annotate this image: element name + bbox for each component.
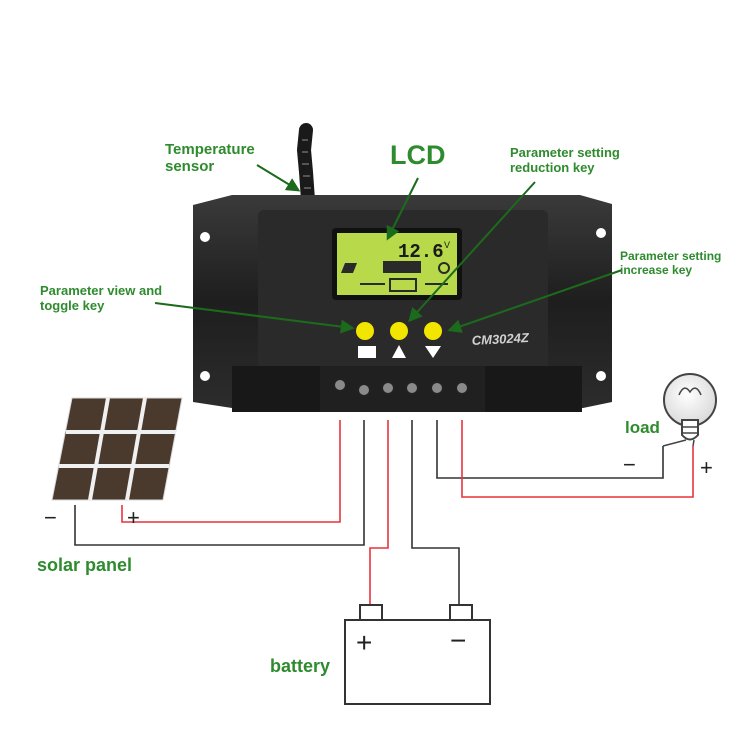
lcd-reading: 12.6 bbox=[398, 241, 444, 263]
callout-arrows bbox=[154, 164, 623, 334]
reduction-key[interactable] bbox=[390, 322, 408, 358]
solar-plus: + bbox=[127, 505, 140, 530]
battery-plus: + bbox=[356, 627, 372, 658]
lcd-screen bbox=[332, 228, 462, 300]
battery bbox=[344, 604, 491, 705]
light-bulb-load bbox=[662, 373, 717, 447]
view-toggle-key-label: Parameter view and toggle key bbox=[40, 283, 163, 313]
load-label: load bbox=[625, 418, 660, 437]
increase-key-label: Parameter setting increase key bbox=[620, 249, 722, 277]
solar-panel bbox=[51, 397, 183, 501]
load-minus: − bbox=[623, 452, 636, 477]
solar-minus: − bbox=[44, 505, 57, 530]
temperature-sensor-label: Temperature sensor bbox=[165, 141, 255, 176]
temperature-sensor-cable bbox=[296, 123, 315, 207]
model-label: CM3024Z bbox=[471, 330, 530, 348]
battery-label: battery bbox=[270, 656, 331, 676]
reduction-key-label: Parameter setting reduction key bbox=[510, 145, 620, 175]
load-plus: + bbox=[700, 455, 713, 480]
increase-key[interactable] bbox=[424, 322, 442, 358]
view-toggle-key[interactable] bbox=[356, 322, 376, 358]
charge-controller bbox=[193, 195, 612, 412]
terminal-block bbox=[333, 378, 469, 397]
lcd-label: LCD bbox=[390, 140, 446, 170]
battery-minus: − bbox=[450, 625, 466, 656]
wires bbox=[74, 420, 694, 605]
solar-panel-label: solar panel bbox=[37, 555, 133, 575]
lcd-unit: V bbox=[444, 240, 450, 250]
